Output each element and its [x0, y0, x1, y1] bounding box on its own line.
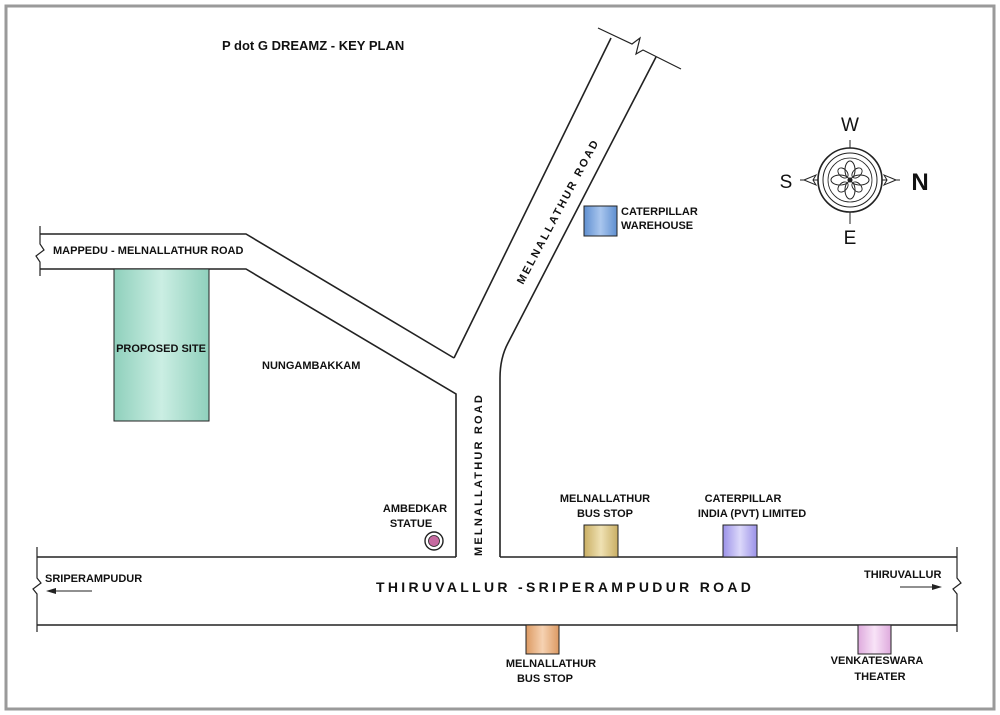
- caterpillar-warehouse-line1: CATERPILLAR: [621, 206, 698, 218]
- caterpillar-india: CATERPILLAR INDIA (PVT) LIMITED: [698, 493, 806, 558]
- road-break-mark-east: [952, 547, 962, 632]
- bus-stop-south-line1: MELNALLATHUR: [506, 658, 596, 670]
- venkateswara-marker: [857, 624, 892, 655]
- ambedkar-statue: AMBEDKAR STATUE: [383, 503, 447, 551]
- bus-stop-south-marker: [525, 624, 560, 655]
- proposed-site-label: PROPOSED SITE: [116, 343, 206, 355]
- proposed-site: PROPOSED SITE: [113, 268, 210, 422]
- sriperampudur-direction-label: SRIPERAMPUDUR: [45, 573, 142, 585]
- thiruvallur-direction-label: THIRUVALLUR: [864, 569, 941, 581]
- compass-east-label: E: [844, 228, 857, 249]
- nungambakkam-label: NUNGAMBAKKAM: [262, 360, 360, 372]
- caterpillar-india-marker: [722, 524, 758, 558]
- mappedu-road-label: MAPPEDU - MELNALLATHUR ROAD: [53, 245, 244, 257]
- caterpillar-warehouse-marker: [583, 205, 618, 237]
- ambedkar-statue-line2: STATUE: [390, 518, 432, 530]
- compass-north-label: N: [911, 169, 928, 196]
- bus-stop-north-line1: MELNALLATHUR: [560, 493, 650, 505]
- melnallathur-road-label-vertical: MELNALLATHUR ROAD: [473, 393, 485, 556]
- venkateswara-line2: THEATER: [854, 671, 905, 683]
- venkateswara-theater: VENKATESWARA THEATER: [831, 624, 924, 683]
- bus-stop-north-marker: [583, 524, 619, 558]
- caterpillar-india-line1: CATERPILLAR: [705, 493, 782, 505]
- road-break-mark-north: [597, 27, 682, 70]
- compass-rose-icon: W E S N: [780, 115, 929, 249]
- road-break-mark-west: [32, 547, 42, 632]
- melnallathur-bus-stop-north: MELNALLATHUR BUS STOP: [560, 493, 650, 558]
- arrow-left-icon: [46, 588, 92, 594]
- bus-stop-south-line2: BUS STOP: [517, 673, 573, 685]
- melnallathur-bus-stop-south: MELNALLATHUR BUS STOP: [506, 624, 596, 685]
- venkateswara-line1: VENKATESWARA: [831, 655, 924, 667]
- road-break-mark: [35, 226, 45, 276]
- map-title: P dot G DREAMZ - KEY PLAN: [222, 38, 404, 53]
- arrow-right-icon: [900, 584, 942, 590]
- bus-stop-north-line2: BUS STOP: [577, 508, 633, 520]
- ambedkar-statue-line1: AMBEDKAR: [383, 503, 447, 515]
- compass-south-label: S: [780, 172, 793, 193]
- caterpillar-warehouse: CATERPILLAR WAREHOUSE: [583, 205, 698, 237]
- main-road-label: THIRUVALLUR -SRIPERAMPUDUR ROAD: [376, 579, 754, 595]
- caterpillar-india-line2: INDIA (PVT) LIMITED: [698, 508, 806, 520]
- caterpillar-warehouse-line2: WAREHOUSE: [621, 220, 693, 232]
- compass-west-label: W: [841, 115, 859, 136]
